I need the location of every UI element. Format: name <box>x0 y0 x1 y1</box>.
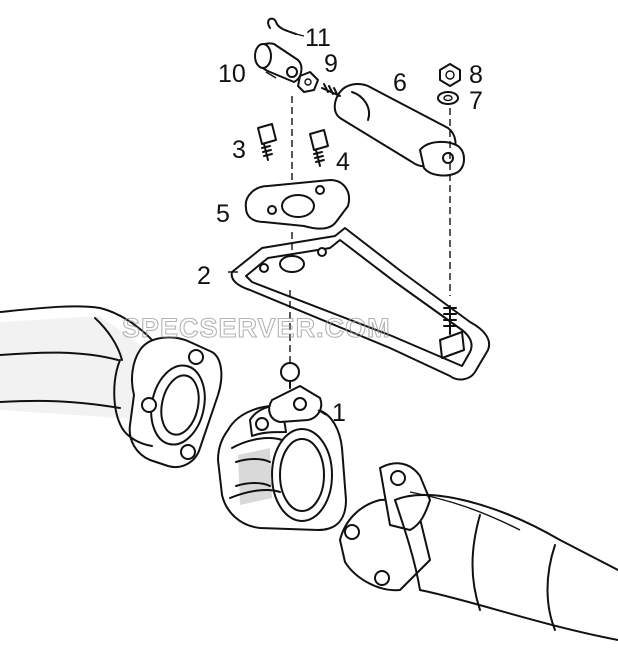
callout-5: 5 <box>216 200 230 228</box>
callout-4: 4 <box>336 148 350 176</box>
callout-2: 2 <box>197 262 211 290</box>
right-exhaust-pipe <box>339 462 618 641</box>
support-bracket-part-2 <box>230 227 490 381</box>
left-pipe-flange <box>113 336 223 468</box>
watermark-text: SPECSERVER.COM <box>122 313 391 343</box>
ball-socket-part-10 <box>254 42 303 83</box>
gasket-plate-part-5 <box>244 179 350 230</box>
left-exhaust-pipe <box>0 305 161 420</box>
callout-7: 7 <box>469 87 483 115</box>
spring-clip-part-11 <box>267 17 297 35</box>
washer-part-7 <box>437 91 459 105</box>
callout-3: 3 <box>232 136 246 164</box>
nut-part-9 <box>297 71 319 93</box>
assembly-centerlines <box>289 96 451 362</box>
callout-8: 8 <box>469 61 483 89</box>
nut-part-8 <box>439 63 461 87</box>
callout-6: 6 <box>393 69 407 97</box>
leader-lines <box>228 33 327 416</box>
callout-10: 10 <box>218 60 246 88</box>
bolt-part-4 <box>309 129 329 167</box>
clamp-assembly-part-1 <box>217 362 347 531</box>
damper-cylinder-part-6 <box>321 83 465 177</box>
callout-9: 9 <box>324 50 338 78</box>
bolt-part-3 <box>257 123 277 161</box>
callout-11: 11 <box>305 24 331 52</box>
callout-1: 1 <box>332 399 346 427</box>
